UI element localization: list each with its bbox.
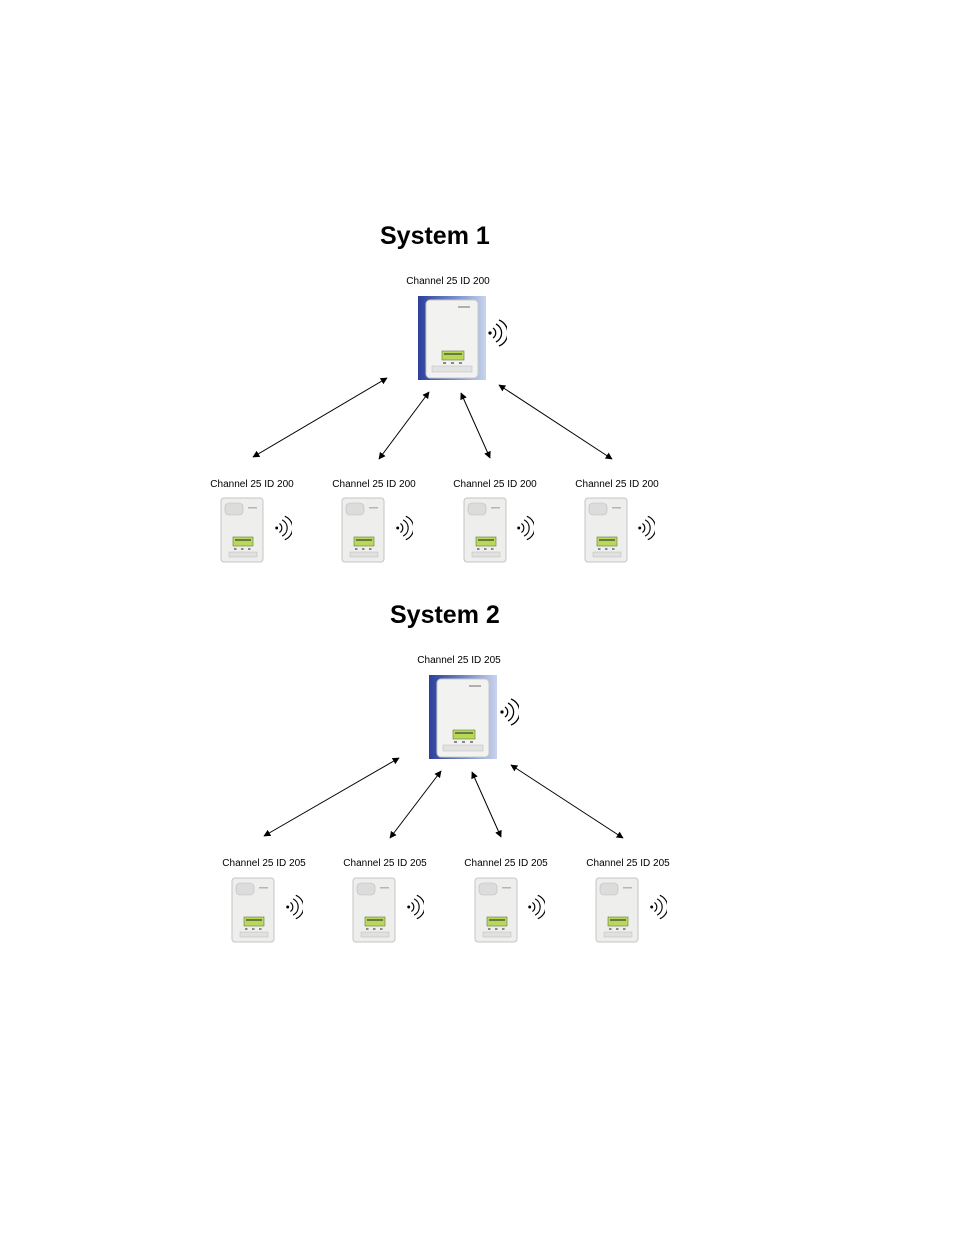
link-arrow bbox=[498, 384, 613, 460]
link-arrow bbox=[460, 392, 491, 459]
wireless-signal-icon bbox=[286, 894, 303, 920]
wireless-signal-icon bbox=[517, 515, 534, 541]
link-arrow bbox=[378, 391, 430, 460]
link-arrow bbox=[471, 771, 502, 838]
system-title: System 1 bbox=[380, 222, 490, 250]
slave-device-label: Channel 25 ID 205 bbox=[222, 858, 306, 869]
wireless-signal-icon bbox=[407, 894, 424, 920]
wireless-signal-icon bbox=[275, 515, 292, 541]
wireless-signal-icon bbox=[650, 894, 667, 920]
link-arrow bbox=[510, 764, 624, 839]
thermostat-icon bbox=[595, 877, 639, 943]
slave-device-label: Channel 25 ID 205 bbox=[343, 858, 427, 869]
slave-device-label: Channel 25 ID 200 bbox=[453, 479, 537, 490]
slave-device-label: Channel 25 ID 205 bbox=[464, 858, 548, 869]
thermostat-icon bbox=[463, 497, 507, 563]
wireless-signal-icon bbox=[396, 515, 413, 541]
wireless-signal-icon bbox=[500, 698, 519, 726]
system-title: System 2 bbox=[390, 601, 500, 629]
wireless-signal-icon bbox=[528, 894, 545, 920]
thermostat-controller-icon bbox=[429, 675, 497, 759]
master-device-label: Channel 25 ID 205 bbox=[417, 655, 501, 666]
thermostat-icon bbox=[352, 877, 396, 943]
thermostat-icon bbox=[220, 497, 264, 563]
slave-device-label: Channel 25 ID 200 bbox=[332, 479, 416, 490]
master-device-label: Channel 25 ID 200 bbox=[406, 276, 490, 287]
slave-device-label: Channel 25 ID 200 bbox=[575, 479, 659, 490]
thermostat-icon bbox=[341, 497, 385, 563]
slave-device-label: Channel 25 ID 200 bbox=[210, 479, 294, 490]
thermostat-icon bbox=[231, 877, 275, 943]
thermostat-controller-icon bbox=[418, 296, 486, 380]
wireless-signal-icon bbox=[488, 319, 507, 347]
link-arrow bbox=[252, 377, 388, 458]
wireless-signal-icon bbox=[638, 515, 655, 541]
slave-device-label: Channel 25 ID 205 bbox=[586, 858, 670, 869]
thermostat-icon bbox=[584, 497, 628, 563]
link-arrow bbox=[263, 757, 400, 837]
link-arrow bbox=[389, 770, 442, 839]
thermostat-icon bbox=[474, 877, 518, 943]
